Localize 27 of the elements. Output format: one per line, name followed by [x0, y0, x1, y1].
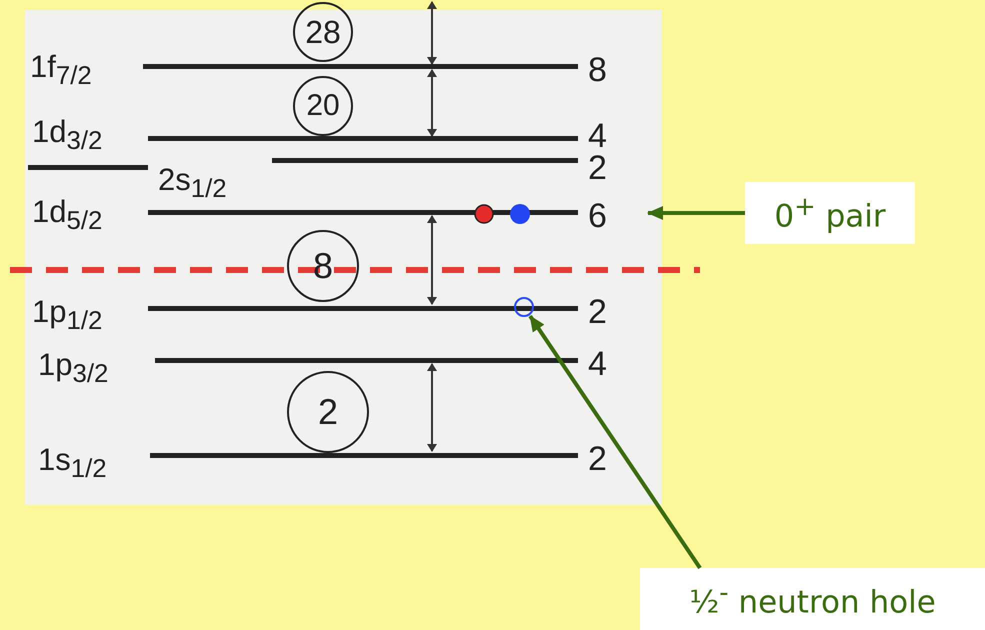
level-label: 1d$_{3/2}$	[32, 115, 102, 158]
callout-text: 0$^{+}$ pair	[774, 192, 886, 234]
degeneracy-number: 8	[588, 52, 607, 88]
degeneracy-number: 2	[588, 441, 607, 477]
level-label: 1s$_{1/2}$	[38, 443, 107, 486]
level-label: 2s$_{1/2}$	[158, 163, 227, 206]
degeneracy-number: 4	[588, 346, 607, 382]
callout-text: ½$^{-}$ neutron hole	[689, 578, 936, 620]
magic-number-circle	[287, 371, 369, 453]
magic-number-circle	[293, 76, 353, 136]
neutron-hole-circle	[514, 297, 534, 317]
magic-number: 28	[305, 14, 341, 50]
magic-number: 8	[312, 245, 334, 287]
level-label: 1f$_{7/2}$	[30, 50, 92, 92]
callout-box	[640, 568, 985, 630]
callout-box	[745, 182, 915, 244]
level-label: 1d$_{5/2}$	[32, 195, 102, 238]
magic-number: 2	[318, 391, 338, 433]
level-label: 1p$_{3/2}$	[38, 348, 108, 390]
magic-number: 20	[306, 89, 340, 123]
magic-number-circle	[287, 230, 359, 302]
degeneracy-number: 2	[588, 294, 607, 330]
magic-number-circle	[293, 2, 353, 62]
arrow	[647, 206, 745, 220]
arrow	[528, 315, 702, 570]
degeneracy-number: 6	[588, 198, 607, 234]
level-label: 1p$_{1/2}$	[32, 295, 102, 338]
